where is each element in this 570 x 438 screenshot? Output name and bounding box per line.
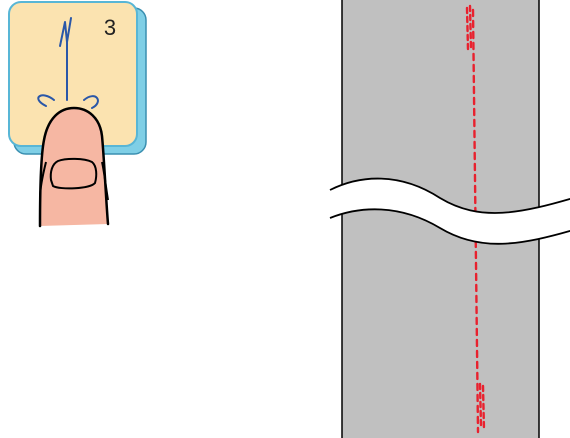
pressing-finger-icon [40,108,108,226]
stitch-number: 3 [104,15,116,40]
fingernail [51,159,96,189]
